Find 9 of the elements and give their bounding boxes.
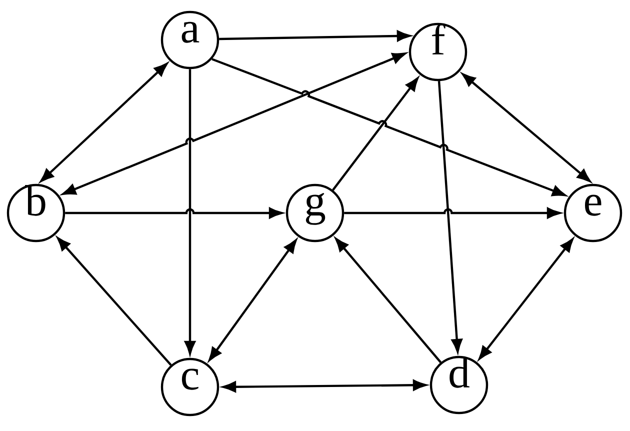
double-arrow (462, 73, 591, 182)
arrow (57, 237, 172, 366)
arrow (212, 58, 566, 196)
arrow (335, 238, 442, 364)
double-arrow (478, 238, 574, 360)
arrow (332, 78, 418, 191)
double-arrow (208, 240, 297, 361)
double-arrow (62, 52, 406, 195)
double-arrow (40, 63, 168, 182)
